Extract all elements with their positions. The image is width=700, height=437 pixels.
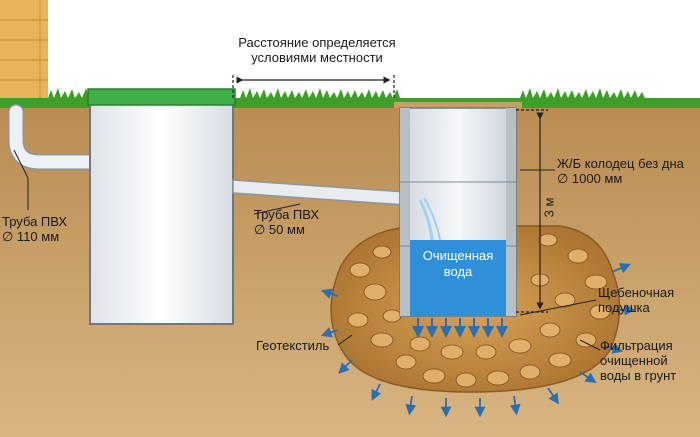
filtration-arrows-down [412, 318, 508, 338]
distance-dimension [232, 75, 395, 98]
filtration-label: Фильтрация очищенной воды в грунт [600, 338, 676, 383]
concrete-well [394, 102, 522, 317]
distance-label-line2: условиями местности [251, 50, 383, 65]
depth-dimension [516, 109, 548, 313]
pipe-110-label: Труба ПВХ ∅ 110 мм [2, 214, 67, 244]
clean-water-label-line2: вода [443, 264, 473, 279]
gravel-label-line2: подушка [598, 300, 650, 315]
leader-lines [13, 149, 601, 351]
gravel-label-line1: Щебеночная [598, 285, 675, 300]
filtration-label-line1: Фильтрация [600, 338, 673, 353]
distance-label-line1: Расстояние определяется [238, 35, 396, 50]
clean-water [410, 240, 506, 316]
pipe-110-label-line2: ∅ 110 мм [2, 229, 60, 244]
pipe-50-label-line1: Труба ПВХ [254, 207, 320, 222]
house-wall [0, 0, 48, 108]
sky [0, 0, 700, 105]
filtration-label-line3: воды в грунт [600, 368, 677, 383]
distance-label: Расстояние определяется условиями местно… [222, 35, 412, 65]
well-label-line1: Ж/Б колодец без дна [557, 156, 684, 171]
clean-water-label: Очищенная вода [412, 248, 504, 280]
well-label: Ж/Б колодец без дна ∅ 1000 мм [557, 156, 684, 186]
well-label-line2: ∅ 1000 мм [557, 171, 623, 186]
clean-water-label-line1: Очищенная [422, 248, 494, 263]
filtration-arrows-out [320, 263, 636, 418]
pipe-50-label: Труба ПВХ ∅ 50 мм [254, 207, 319, 237]
filtration-label-line2: очищенной [600, 353, 668, 368]
gravel-label: Щебеночная подушка [598, 285, 674, 315]
geotextile-label: Геотекстиль [256, 338, 330, 353]
septic-tank [87, 88, 236, 325]
pipe-left [9, 105, 99, 169]
depth-label: 3 м [541, 197, 557, 218]
pipe-50-label-line2: ∅ 50 мм [254, 222, 305, 237]
pipe-110-label-line1: Труба ПВХ [2, 214, 68, 229]
